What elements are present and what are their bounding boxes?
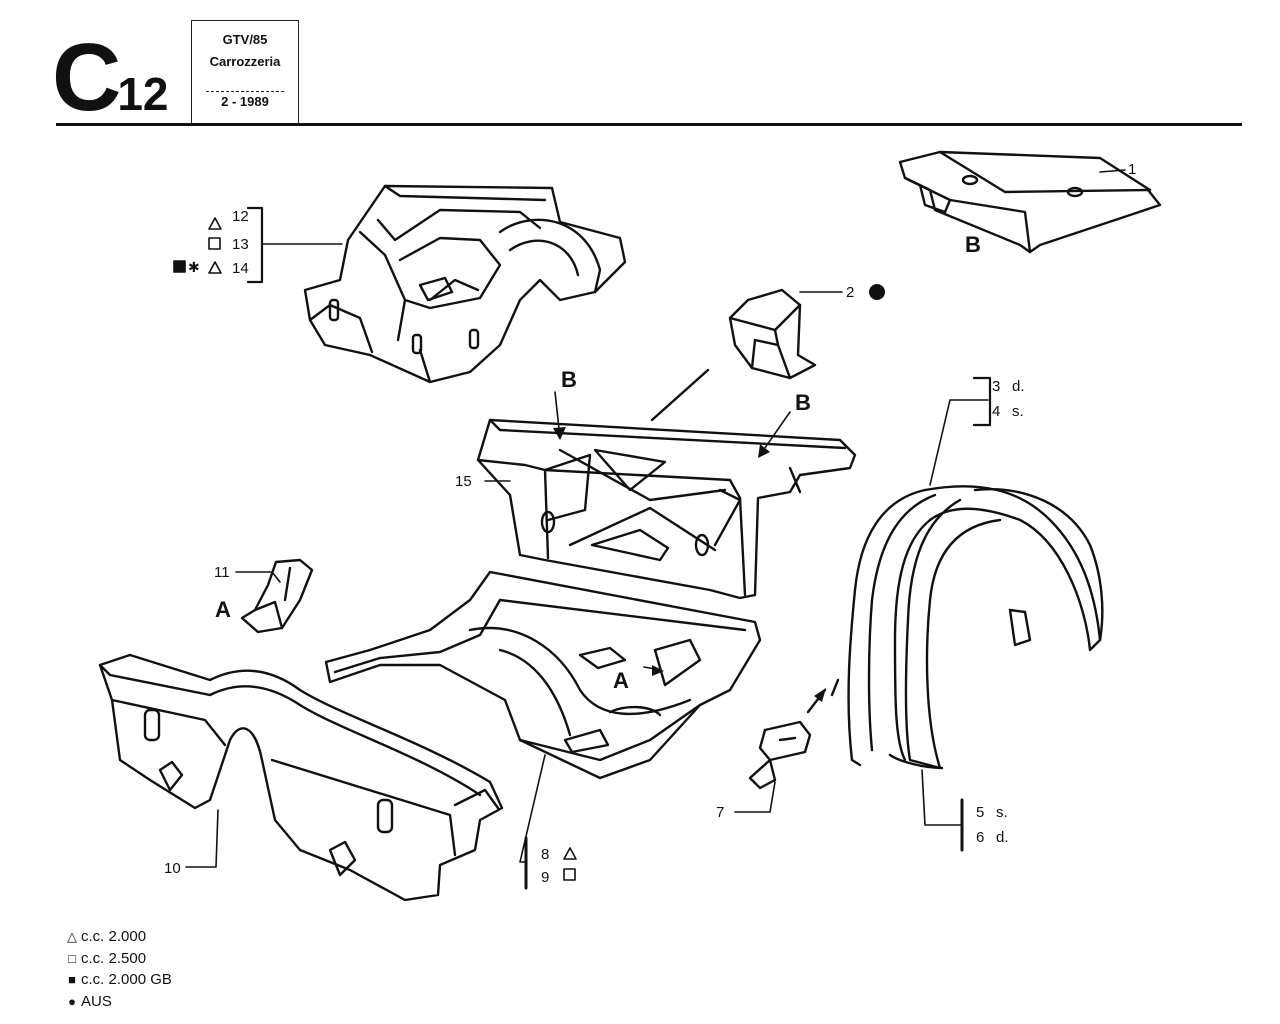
triangle-icon (563, 847, 577, 860)
leader-line (650, 368, 710, 422)
part-3-6-wheel-arches (830, 485, 1104, 770)
part-1-bracket-plate (898, 150, 1162, 254)
header-divider (206, 91, 284, 92)
legend-row-square-filled: ■ c.c. 2.000 GB (66, 969, 172, 991)
legend-row-square-outline: □ c.c. 2.500 (66, 948, 172, 970)
legend-text: c.c. 2.000 (81, 928, 147, 945)
circle-filled-icon: ● (68, 993, 76, 1009)
square-outline-icon: □ (68, 950, 76, 966)
callout-5-side: s. (996, 804, 1008, 821)
part-15-rear-panel (476, 418, 857, 600)
part-2-mount-bracket (728, 288, 817, 380)
square-filled-icon (173, 260, 186, 273)
square-outline-icon (208, 237, 221, 250)
legend-text: AUS (81, 992, 112, 1010)
legend-row-circle-filled: ● AUS (66, 991, 172, 1013)
callout-5: 5 (976, 804, 984, 821)
callout-3: 3 (992, 378, 1000, 395)
callout-6-side: d. (996, 829, 1009, 846)
callout-14: 14 (232, 260, 249, 277)
callout-13: 13 (232, 236, 249, 253)
triangle-icon (208, 261, 222, 274)
header-rule (56, 123, 1242, 126)
callout-11: 11 (214, 564, 230, 581)
legend-text: c.c. 2.000 GB (81, 971, 172, 988)
legend: △ c.c. 2.000 □ c.c. 2.500 ■ c.c. 2.000 G… (66, 926, 172, 1012)
leader-lines (185, 169, 1126, 890)
square-outline-icon (563, 868, 576, 881)
view-label-a-floor: A (613, 668, 629, 693)
part-7-clip (748, 720, 812, 790)
part-12-14-rear-inner-assembly (303, 184, 627, 384)
view-label-b-right: B (795, 390, 811, 415)
view-label-b-left: B (561, 367, 577, 392)
section-label: Carrozzeria (209, 54, 281, 69)
square-filled-icon: ■ (68, 972, 76, 987)
page-code: C12 (52, 30, 169, 126)
callout-15: 15 (455, 473, 472, 490)
triangle-icon (208, 217, 222, 230)
callout-10: 10 (164, 860, 181, 877)
legend-text: c.c. 2.500 (81, 949, 147, 967)
model-label: GTV/85 (222, 32, 268, 47)
callout-4: 4 (992, 403, 1000, 420)
callout-1: 1 (1128, 161, 1136, 178)
callout-8: 8 (541, 846, 549, 863)
arrowheads (553, 427, 826, 702)
part-11-small-bracket (240, 558, 314, 634)
header-info-box: GTV/85 Carrozzeria 2 - 1989 (191, 20, 299, 123)
part-10-rear-crossmember (98, 653, 504, 902)
callout-6: 6 (976, 829, 984, 846)
view-label-b-top: B (965, 232, 981, 257)
callout-3-side: d. (1012, 378, 1025, 395)
triangle-icon: △ (67, 929, 77, 944)
variant-symbols: ✱ (173, 217, 577, 881)
callout-2: 2 (846, 284, 854, 301)
callout-12: 12 (232, 208, 249, 225)
callout-7: 7 (716, 804, 724, 821)
callout-9: 9 (541, 869, 549, 886)
part-8-9-floor-pan (324, 570, 762, 780)
date-label: 2 - 1989 (221, 94, 269, 109)
legend-row-triangle: △ c.c. 2.000 (66, 926, 172, 948)
page-code-letter: C (52, 24, 121, 131)
aus-circle-icon (869, 284, 885, 300)
view-label-a-left: A (215, 597, 231, 622)
asterisk-icon: ✱ (188, 259, 200, 275)
page-code-number: 12 (117, 68, 169, 120)
callout-4-side: s. (1012, 403, 1024, 420)
